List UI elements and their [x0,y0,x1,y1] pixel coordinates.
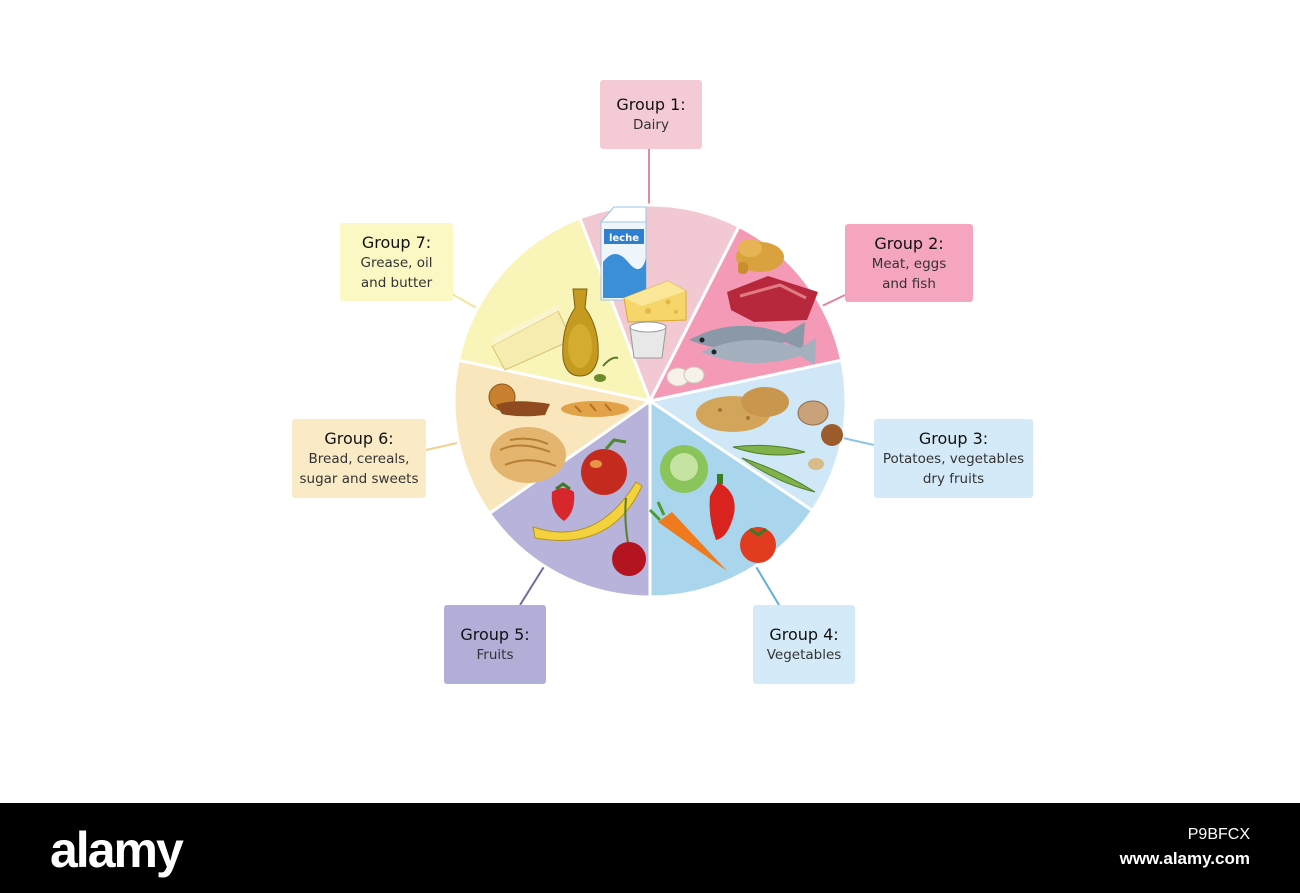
chicken-icon [736,239,784,274]
group-3-title: Group 3: [918,429,989,448]
group-5-title: Group 5: [460,625,530,644]
nuts-icon [797,400,843,470]
connector-group-6 [425,442,458,451]
group-6-description-line-2: sugar and sweets [299,471,419,487]
carrot-icon [648,501,727,571]
stock-image-id: P9BFCX [1187,826,1250,843]
group-5-label: Group 5: Fruits [444,605,546,684]
cherry-icon [612,497,646,576]
tomato-icon [740,527,776,563]
pastry-icon [488,383,550,417]
oil-bottle-icon [562,288,599,377]
group-1-label: Group 1: Dairy [600,80,702,149]
group-3-description-line-2: dry fruits [922,471,985,487]
food-wheel-diagram: leche [425,149,875,606]
group-4-label: Group 4: Vegetables [753,605,855,684]
food-illustrations: leche [488,206,843,576]
milk-carton-icon: leche [599,206,647,301]
meat-icon [727,276,818,322]
fish-icon [689,322,816,365]
alamy-logo: alamy [50,822,184,878]
group-2-description-line-1: Meat, eggs [871,255,947,272]
banana-icon [532,481,643,541]
group-1-title: Group 1: [616,95,686,114]
apple-icon [581,438,627,495]
connector-group-5 [519,564,546,606]
group-6-label: Group 6: Bread, cereals, sugar and sweet… [292,419,426,498]
stock-site-url: www.alamy.com [1119,849,1250,868]
group-7-description-line-2: and butter [360,274,433,291]
group-2-title: Group 2: [874,233,944,253]
footer-bar: alamy P9BFCX www.alamy.com [0,803,1300,893]
group-3-label: Group 3: Potatoes, vegetables dry fruits [874,419,1033,498]
olive-icon [594,356,619,382]
group-1-description: Dairy [633,117,669,133]
group-5-description: Fruits [476,647,514,663]
group-2-label: Group 2: Meat, eggs and fish [845,224,973,302]
bread-icon [561,401,629,417]
cheese-icon [623,280,687,323]
connector-group-3 [842,437,875,446]
yogurt-icon [629,321,667,359]
cereal-icon [490,427,566,483]
connector-group-2 [821,294,846,307]
connector-group-4 [754,564,780,606]
group-2-description-line-2: and fish [882,275,936,292]
group-7-title: Group 7: [361,232,432,252]
pepper-icon [709,474,735,540]
potato-icon [696,387,789,432]
group-7-description-line-1: Grease, oil [360,254,433,271]
pea-pods-icon [732,444,816,493]
group-4-description: Vegetables [766,647,842,663]
group-4-title: Group 4: [769,625,839,644]
milk-carton-label: leche [609,233,639,244]
strawberry-icon [551,482,575,521]
cabbage-icon [660,445,708,493]
connector-lines [425,149,875,606]
group-6-title: Group 6: [324,429,394,448]
group-6-description-line-1: Bread, cereals, [308,451,410,467]
group-3-description-line-1: Potatoes, vegetables [882,451,1025,467]
group-7-label: Group 7: Grease, oil and butter [340,223,453,301]
connector-group-7 [451,293,481,311]
eggs-icon [666,366,705,387]
